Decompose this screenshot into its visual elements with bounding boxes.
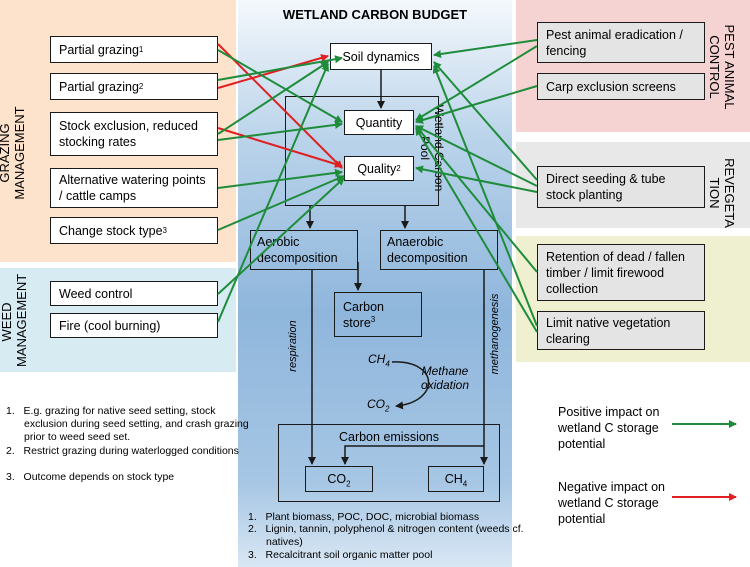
pest-eradication-box: Pest animal eradication / fencing xyxy=(537,22,705,63)
oxidation-co2-label: CO2 xyxy=(367,397,390,414)
left-note-3-text: Outcome depends on stock type xyxy=(23,471,175,483)
limit-clearing-to-soil-arrow xyxy=(432,65,538,327)
emission-co2-label: CO2 xyxy=(327,471,351,489)
emission-ch4-text: CH xyxy=(444,472,463,486)
left-note-2-text: Restrict grazing during waterlogged cond… xyxy=(23,445,239,457)
retention-timber-box: Retention of dead / fallen timber / limi… xyxy=(537,244,705,301)
left-note-3: 3. Outcome depends on stock type xyxy=(6,471,232,484)
change-stock-type-label: Change stock type xyxy=(59,223,163,238)
carp-to-quantity-arrow xyxy=(415,85,538,124)
wetland-carbon-budget-panel xyxy=(238,0,512,567)
carbon-store-footnote: 3 xyxy=(370,314,376,324)
weed-control-box: Weed control xyxy=(50,281,218,306)
emission-ch4-box: CH4 xyxy=(428,466,484,492)
aerobic-decomposition-label: Aerobic decomposition xyxy=(257,235,338,265)
anaerobic-decomposition-label: Anaerobic decomposition xyxy=(387,235,468,265)
center-note-2-number: 2. xyxy=(248,523,257,535)
stock-exclusion-to-soil-arrow xyxy=(217,61,329,135)
oxidation-co2-subscript: 2 xyxy=(385,404,390,414)
weed-control-label: Weed control xyxy=(59,286,133,301)
retention-timber-label: Retention of dead / fallen timber / limi… xyxy=(546,249,685,296)
emission-co2-subscript: 2 xyxy=(346,479,351,489)
left-note-1-number: 1. xyxy=(6,405,15,417)
center-note-1: 1. Plant biomass, POC, DOC, microbial bi… xyxy=(248,511,510,524)
center-note-1-number: 1. xyxy=(248,511,257,523)
emission-ch4-subscript: 4 xyxy=(462,479,468,489)
pest-to-quantity-arrow xyxy=(415,45,538,121)
partial-grazing-1-label: Partial grazing xyxy=(59,42,139,57)
center-note-2: 2. Lignin, tannin, polyphenol & nitrogen… xyxy=(248,523,528,549)
quantity-box: Quantity xyxy=(344,110,414,135)
quality-label: Quality xyxy=(357,161,397,176)
stock-exclusion-to-quantity-arrow xyxy=(217,120,343,141)
direct-seeding-label: Direct seeding & tube stock planting xyxy=(546,172,666,202)
limit-clearing-to-quantity-arrow xyxy=(415,127,538,333)
wetland-carbon-pool-box xyxy=(285,96,439,206)
ch4-text: CH xyxy=(368,352,386,366)
carbon-emissions-label: Carbon emissions xyxy=(338,430,440,444)
methane-oxidation-label: Methane oxidation xyxy=(420,364,470,392)
oxidation-co2-text: CO xyxy=(367,397,385,411)
partial-grazing-1-to-quantity-arrow xyxy=(217,49,343,123)
fire-cool-burning-box: Fire (cool burning) xyxy=(50,313,218,338)
direct-seeding-to-quantity-arrow xyxy=(415,125,538,187)
limit-clearing-box: Limit native vegetation clearing xyxy=(537,311,705,350)
fire-cool-burning-arrow xyxy=(217,63,329,323)
center-note-3-number: 3. xyxy=(248,549,257,561)
change-stock-type-arrow xyxy=(217,175,345,231)
left-note-2: 2. Restrict grazing during waterlogged c… xyxy=(6,445,250,458)
partial-grazing-2-to-soil-arrow xyxy=(217,54,329,89)
legend-negative-text: Negative impact on wetland C storage pot… xyxy=(558,480,666,526)
carbon-store-label: Carbon store3 xyxy=(343,299,413,331)
ch4-label: CH4 xyxy=(368,352,390,369)
direct-seeding-to-quality-arrow xyxy=(415,165,538,193)
pest-eradication-label: Pest animal eradication / fencing xyxy=(546,27,683,58)
stock-exclusion-to-quality-arrow xyxy=(217,127,343,168)
center-note-2-text: Lignin, tannin, polyphenol & nitrogen co… xyxy=(265,523,524,548)
direct-seeding-to-soil-arrow xyxy=(433,61,538,181)
carp-exclusion-box: Carp exclusion screens xyxy=(537,73,705,100)
soil-dynamics-label: Soil dynamics xyxy=(342,49,420,64)
stock-exclusion-label: Stock exclusion, reduced stocking rates xyxy=(59,119,198,149)
direct-seeding-box: Direct seeding & tube stock planting xyxy=(537,166,705,208)
retention-timber-arrow xyxy=(415,125,538,273)
emission-ch4-label: CH4 xyxy=(444,471,468,489)
left-note-3-number: 3. xyxy=(6,471,15,483)
methane-oxidation-arrow xyxy=(391,361,430,410)
anaerobic-decomposition-box: Anaerobic decomposition xyxy=(380,230,498,270)
quantity-label: Quantity xyxy=(355,115,403,130)
carbon-store-text: Carbon store xyxy=(343,299,384,330)
center-note-3-text: Recalcitrant soil organic matter pool xyxy=(265,549,433,561)
emissions-to-co2-arrow xyxy=(341,445,484,465)
ch4-subscript: 4 xyxy=(385,359,390,369)
emission-co2-box: CO2 xyxy=(305,466,373,492)
soil-dynamics-box: Soil dynamics xyxy=(330,43,432,70)
stock-exclusion-box: Stock exclusion, reduced stocking rates xyxy=(50,112,218,156)
diagram-title: WETLAND CARBON BUDGET xyxy=(282,7,468,22)
center-note-1-text: Plant biomass, POC, DOC, microbial bioma… xyxy=(265,511,480,523)
carbon-emissions-box xyxy=(278,424,500,502)
carp-exclusion-label: Carp exclusion screens xyxy=(546,79,676,94)
left-note-1-text: E.g. grazing for native seed setting, st… xyxy=(23,405,249,443)
alternative-watering-box: Alternative watering points / cattle cam… xyxy=(50,168,218,208)
limit-clearing-label: Limit native vegetation clearing xyxy=(546,315,671,346)
left-note-2-number: 2. xyxy=(6,445,15,457)
pest-to-soil-arrow xyxy=(433,39,538,58)
alternative-watering-label: Alternative watering points / cattle cam… xyxy=(59,173,206,203)
alternative-watering-arrow xyxy=(217,168,343,189)
fire-cool-burning-label: Fire (cool burning) xyxy=(59,318,161,333)
partial-grazing-1-to-soil-arrow xyxy=(217,43,343,169)
legend-positive-text: Positive impact on wetland C storage pot… xyxy=(558,405,660,451)
left-note-1: 1. E.g. grazing for native seed setting,… xyxy=(6,405,250,444)
center-note-3: 3. Recalcitrant soil organic matter pool xyxy=(248,549,510,562)
aerobic-decomposition-box: Aerobic decomposition xyxy=(250,230,358,270)
partial-grazing-2-label: Partial grazing xyxy=(59,79,139,94)
carbon-store-box: Carbon store3 xyxy=(334,292,422,337)
emission-co2-text: CO xyxy=(327,472,347,486)
